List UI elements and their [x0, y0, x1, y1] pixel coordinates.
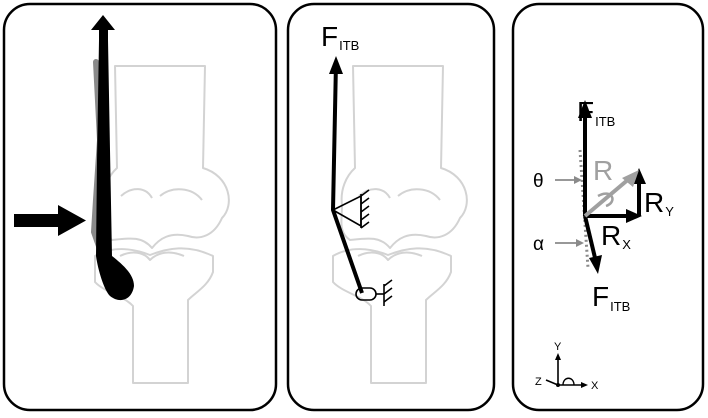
panel-a-frame	[2, 2, 278, 412]
resultant-label: R	[593, 155, 613, 186]
f-itb-upper-arrowhead	[578, 100, 592, 118]
rx-label: RX	[601, 220, 631, 252]
panel-b-force-label: FITB	[321, 21, 359, 53]
f-itb-bottom-label: FITB	[592, 281, 630, 314]
coordinate-axes-icon: Y X Z	[535, 341, 599, 392]
panel-a	[2, 2, 278, 412]
f-itb-lower-arrow	[583, 215, 598, 263]
pin-support-icon	[355, 279, 393, 306]
panel-b: FITB	[286, 2, 496, 412]
axis-z-label: Z	[535, 376, 542, 388]
f-itb-lower-arrowhead	[589, 255, 602, 274]
ry-label: RY	[644, 187, 674, 219]
panel-c-frame	[511, 2, 705, 412]
itb-band-shape	[96, 40, 134, 301]
medial-push-arrow	[14, 205, 86, 236]
alpha-pointer-head	[576, 239, 584, 247]
resultant-angle-arc	[597, 192, 614, 208]
axis-x-label: X	[591, 380, 599, 392]
resultant-vector	[583, 176, 632, 218]
theta-pointer-head	[574, 176, 582, 184]
panel-c: FITB R RY RX θ α FITB Y X Z	[511, 2, 705, 412]
theta-label: θ	[533, 171, 544, 192]
itb-force-arrowhead	[329, 56, 343, 74]
axis-y-label: Y	[554, 341, 562, 353]
rx-arrowhead	[626, 209, 642, 223]
resultant-arrowhead	[622, 170, 639, 187]
hinge-support-icon	[331, 189, 370, 229]
alpha-label: α	[533, 234, 544, 255]
ry-arrowhead	[632, 168, 646, 184]
band-upper-arrow	[91, 15, 115, 70]
panel-b-frame	[286, 2, 496, 412]
f-itb-top-label: FITB	[577, 96, 615, 129]
